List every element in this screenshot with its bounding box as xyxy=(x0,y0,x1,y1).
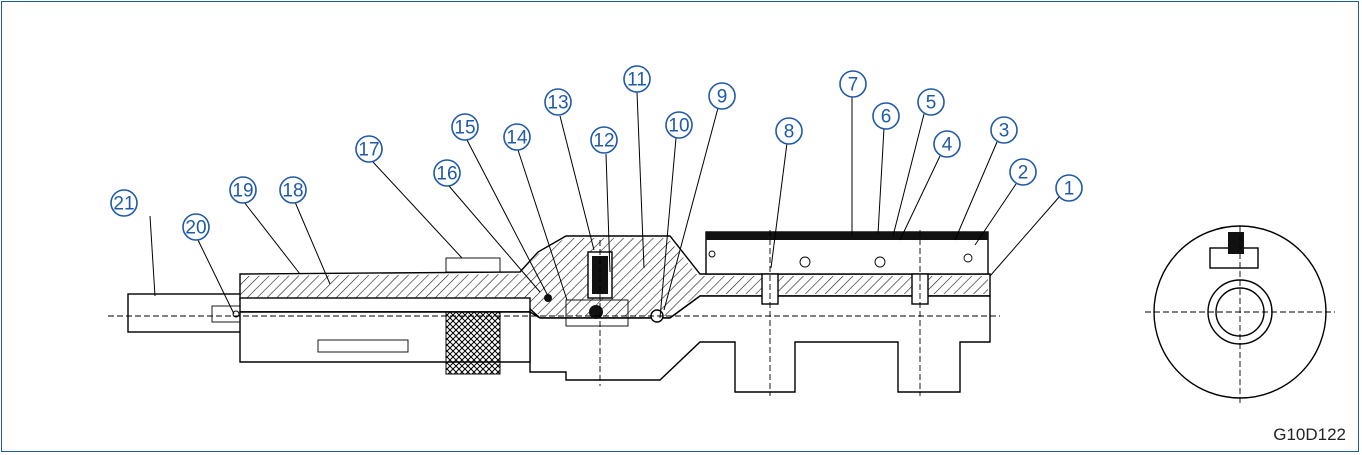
svg-text:1: 1 xyxy=(1064,179,1075,200)
svg-text:4: 4 xyxy=(942,135,953,156)
svg-text:15: 15 xyxy=(454,118,475,139)
callout-20: 20 xyxy=(182,213,210,241)
rack-teeth xyxy=(239,297,531,313)
svg-text:2: 2 xyxy=(1018,163,1029,184)
callout-8: 8 xyxy=(775,117,803,145)
figure-code: G10D122 xyxy=(1273,425,1346,444)
leader-lines xyxy=(149,91,1061,319)
svg-text:18: 18 xyxy=(282,181,303,202)
callout-12: 12 xyxy=(590,126,618,154)
callout-6: 6 xyxy=(872,102,900,130)
callout-15: 15 xyxy=(451,113,479,141)
callout-11: 11 xyxy=(623,65,651,93)
svg-text:12: 12 xyxy=(593,131,614,152)
input-shaft xyxy=(127,293,249,333)
svg-text:10: 10 xyxy=(668,116,689,137)
callout-2: 2 xyxy=(1009,158,1037,186)
svg-text:9: 9 xyxy=(717,87,728,108)
callout-18: 18 xyxy=(279,176,307,204)
callout-14: 14 xyxy=(503,123,531,151)
callout-5: 5 xyxy=(917,88,945,116)
svg-text:14: 14 xyxy=(506,128,528,149)
callout-17: 17 xyxy=(355,135,383,163)
section-view xyxy=(108,230,1000,396)
svg-text:20: 20 xyxy=(185,218,206,239)
svg-text:17: 17 xyxy=(358,140,379,161)
svg-text:19: 19 xyxy=(232,181,253,202)
callout-4: 4 xyxy=(933,130,961,158)
callout-3: 3 xyxy=(990,116,1018,144)
callout-9: 9 xyxy=(708,82,736,110)
callout-10: 10 xyxy=(665,111,693,139)
svg-text:3: 3 xyxy=(999,121,1010,142)
svg-text:7: 7 xyxy=(848,75,859,96)
callout-21: 21 xyxy=(110,189,138,217)
svg-text:21: 21 xyxy=(113,194,134,215)
svg-text:13: 13 xyxy=(547,93,568,114)
svg-text:11: 11 xyxy=(627,70,647,91)
callout-19: 19 xyxy=(229,176,257,204)
callout-13: 13 xyxy=(544,88,572,116)
svg-text:8: 8 xyxy=(784,122,795,143)
callout-16: 16 xyxy=(433,159,461,187)
svg-text:5: 5 xyxy=(926,93,937,114)
svg-text:16: 16 xyxy=(436,164,457,185)
end-view xyxy=(1145,225,1335,404)
callout-1: 1 xyxy=(1055,174,1083,202)
svg-text:6: 6 xyxy=(881,107,892,128)
callout-7: 7 xyxy=(839,70,867,98)
